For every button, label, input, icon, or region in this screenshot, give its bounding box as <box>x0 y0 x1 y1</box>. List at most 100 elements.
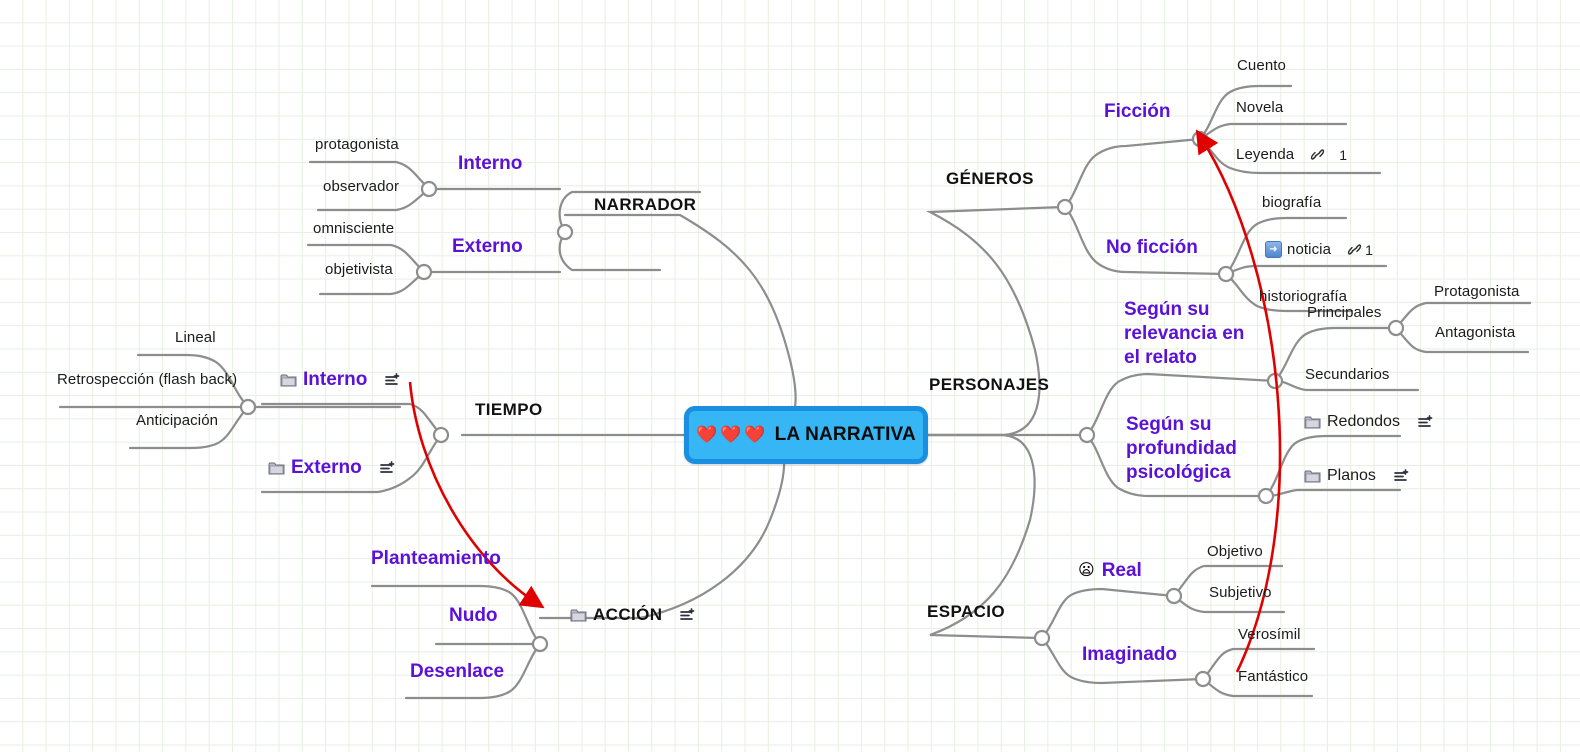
note-add-icon[interactable] <box>385 373 401 387</box>
node-espacio[interactable]: ESPACIO <box>927 602 1005 622</box>
node-protagonista-personaje[interactable]: Protagonista <box>1434 283 1519 301</box>
node-label: Imaginado <box>1082 644 1178 665</box>
node-planos[interactable]: Planos <box>1304 467 1410 486</box>
node-label: omnisciente <box>313 220 395 237</box>
node-tiempo-externo[interactable]: Externo <box>268 457 396 479</box>
node-novela[interactable]: Novela <box>1236 99 1283 117</box>
node-subjetivo[interactable]: Subjetivo <box>1209 584 1272 602</box>
relation-fantastico-to-ficcion <box>1195 129 1282 673</box>
node-noticia[interactable]: ➜ noticia 1 <box>1265 241 1373 259</box>
folder-icon <box>280 373 297 387</box>
node-label: Externo <box>452 236 523 257</box>
note-add-icon[interactable] <box>680 608 696 622</box>
node-label: protagonista <box>315 136 399 153</box>
node-biografia[interactable]: biografía <box>1262 194 1321 212</box>
node-label: Principales <box>1307 304 1382 321</box>
node-leyenda[interactable]: Leyenda 1 <box>1236 146 1347 164</box>
node-objetivista[interactable]: objetivista <box>325 261 393 279</box>
junction-principales <box>1387 319 1405 337</box>
root-label: LA NARRATIVA <box>774 424 916 445</box>
node-label: NARRADOR <box>594 195 697 214</box>
node-observador[interactable]: observador <box>323 178 399 196</box>
node-label: Interno <box>303 369 368 390</box>
node-planteamiento[interactable]: Planteamiento <box>371 548 501 570</box>
node-label: noticia <box>1287 241 1332 258</box>
node-principales[interactable]: Principales <box>1307 304 1381 322</box>
node-narrador-externo[interactable]: Externo <box>452 236 523 258</box>
heart-icons: ❤️❤️❤️ <box>696 425 769 444</box>
junction-noficcion <box>1217 265 1235 283</box>
node-ficcion[interactable]: Ficción <box>1104 101 1171 123</box>
node-no-ficcion[interactable]: No ficción <box>1106 237 1198 259</box>
node-antagonista[interactable]: Antagonista <box>1435 324 1515 342</box>
note-add-icon[interactable] <box>379 461 396 475</box>
node-fantastico[interactable]: Fantástico <box>1238 668 1308 686</box>
junction-profundidad <box>1257 487 1275 505</box>
link-icon[interactable] <box>1310 148 1325 161</box>
hyperlink-icon[interactable]: ➜ <box>1265 241 1282 259</box>
node-lineal[interactable]: Lineal <box>175 329 216 347</box>
node-generos[interactable]: GÉNEROS <box>946 169 1034 189</box>
node-label: Fantástico <box>1238 668 1309 685</box>
node-label: Planteamiento <box>371 548 501 569</box>
junction-externo-narrador <box>415 263 433 281</box>
node-label: Leyenda <box>1236 146 1295 163</box>
node-narrador-interno[interactable]: Interno <box>458 153 522 175</box>
node-anticipacion[interactable]: Anticipación <box>136 412 218 430</box>
link-count: 1 <box>1365 241 1373 258</box>
junction-narrador <box>556 223 574 241</box>
node-label: objetivista <box>325 261 393 278</box>
node-segun-profundidad[interactable]: Según su profundidad psicológica <box>1126 413 1258 484</box>
node-label: observador <box>323 178 400 195</box>
node-secundarios[interactable]: Secundarios <box>1305 366 1390 384</box>
node-label: Subjetivo <box>1209 584 1272 601</box>
node-label: Lineal <box>175 329 216 346</box>
node-label: Interno <box>458 153 523 174</box>
node-label: Según su profundidad psicológica <box>1126 414 1237 483</box>
node-desenlace[interactable]: Desenlace <box>410 661 504 683</box>
node-label: Nudo <box>449 605 498 626</box>
note-add-icon[interactable] <box>1394 469 1410 483</box>
node-historiografia[interactable]: historiografía <box>1259 288 1347 306</box>
junction-accion <box>531 635 549 653</box>
node-imaginado[interactable]: Imaginado <box>1082 644 1177 666</box>
node-label: PERSONAJES <box>929 375 1050 394</box>
junction-personajes <box>1078 426 1096 444</box>
node-narrador[interactable]: NARRADOR <box>594 195 696 215</box>
node-retrospeccion[interactable]: Retrospección (flash back) <box>57 371 237 389</box>
node-verosimil[interactable]: Verosímil <box>1238 626 1301 644</box>
junction-espacio <box>1033 629 1051 647</box>
folder-icon <box>268 461 285 475</box>
node-tiempo[interactable]: TIEMPO <box>475 400 543 420</box>
node-cuento[interactable]: Cuento <box>1237 57 1286 75</box>
relation-tiempo-interno-to-accion <box>408 381 545 609</box>
node-tiempo-interno[interactable]: Interno <box>280 369 401 391</box>
node-redondos[interactable]: Redondos <box>1304 413 1434 432</box>
link-icon[interactable] <box>1347 243 1362 256</box>
folder-icon <box>570 608 587 622</box>
node-label: Objetivo <box>1207 543 1263 560</box>
folder-icon <box>1304 415 1321 429</box>
worried-face-emoji: 😦 <box>1078 562 1095 580</box>
node-omnisciente[interactable]: omnisciente <box>313 220 394 238</box>
node-label: Cuento <box>1237 57 1286 74</box>
root-node[interactable]: ❤️❤️❤️ LA NARRATIVA <box>684 406 928 464</box>
node-accion[interactable]: ACCIÓN <box>570 605 696 625</box>
node-label: historiografía <box>1259 288 1348 305</box>
node-label: Real <box>1101 560 1142 581</box>
node-nudo[interactable]: Nudo <box>449 605 498 627</box>
note-add-icon[interactable] <box>1418 415 1434 429</box>
node-label: Novela <box>1236 99 1284 116</box>
node-label: Retrospección (flash back) <box>57 371 238 388</box>
node-label: Según su relevancia en el relato <box>1124 299 1245 368</box>
node-real[interactable]: 😦 Real <box>1078 560 1142 582</box>
node-personajes[interactable]: PERSONAJES <box>929 375 1049 395</box>
node-label: Verosímil <box>1238 626 1301 643</box>
node-protagonista[interactable]: protagonista <box>315 136 399 154</box>
node-segun-relevancia[interactable]: Según su relevancia en el relato <box>1124 298 1256 369</box>
junction-tiempo <box>432 426 450 444</box>
node-objetivo[interactable]: Objetivo <box>1207 543 1263 561</box>
link-count: 1 <box>1339 146 1348 163</box>
